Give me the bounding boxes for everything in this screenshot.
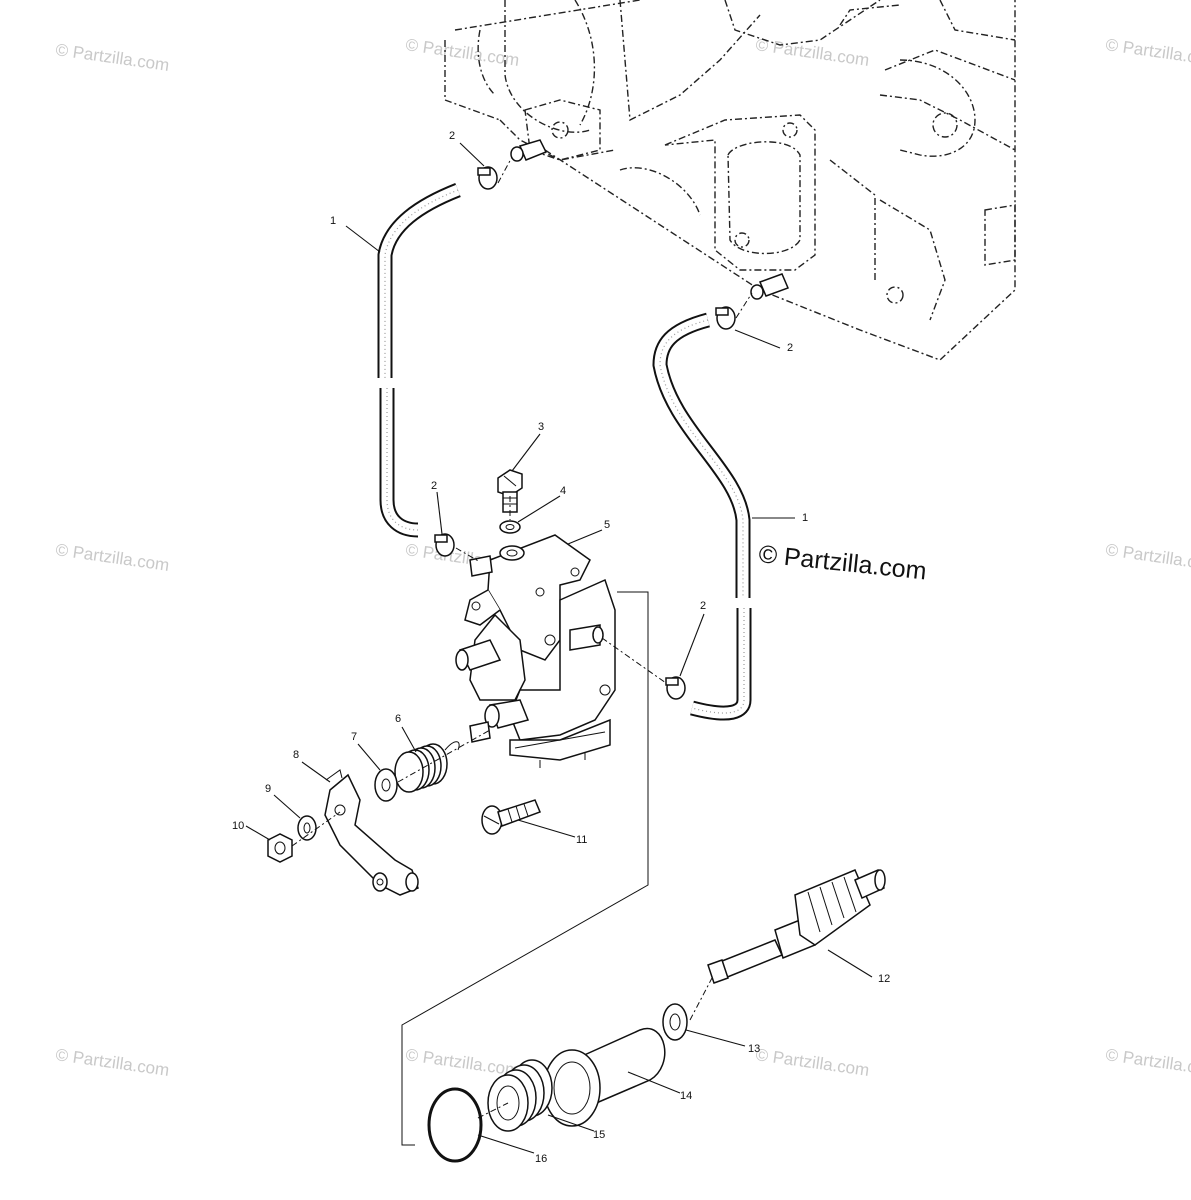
callout-part-1: 1: [802, 512, 808, 524]
oil-hose-left: [377, 183, 461, 538]
partzilla-credit: © Partzilla.com: [757, 540, 927, 585]
hose-clamp-top-left: [477, 166, 498, 190]
callout-part-2: 2: [449, 130, 455, 142]
callout-part-7: 7: [351, 731, 357, 743]
assembly-lines: [291, 156, 753, 1146]
callout-part-10: 10: [232, 820, 244, 832]
oil-pump-body: [455, 534, 616, 768]
pump-drive-gear-shaft: [707, 868, 886, 984]
pump-control-lever: [324, 769, 419, 896]
lock-washer: [297, 815, 317, 841]
callout-part-6: 6: [395, 713, 401, 725]
lower-hose-fitting: [750, 273, 790, 300]
watermark: © Partzilla.com: [1104, 540, 1191, 575]
watermark: © Partzilla.com: [1104, 1045, 1191, 1080]
hose-clamp-top-right: [715, 306, 736, 330]
engine-block-outline: [444, 0, 1016, 361]
callout-part-15: 15: [593, 1129, 605, 1141]
callout-part-11: 11: [576, 834, 587, 846]
callout-part-13: 13: [748, 1043, 760, 1055]
shaft-spring: [487, 1059, 553, 1132]
watermark: © Partzilla.com: [404, 35, 520, 70]
o-ring: [427, 1087, 483, 1163]
watermarks: © Partzilla.com © Partzilla.com © Partzi…: [54, 35, 1191, 1080]
shaft-bushing: [543, 1027, 666, 1127]
callout-part-8: 8: [293, 749, 299, 761]
washer: [374, 768, 398, 802]
callout-labels: 1 2 2 3 4 2 5 1 2 6 7 8 9 10 11 12 13 14…: [232, 130, 890, 1165]
callout-part-2: 2: [700, 600, 706, 612]
watermark: © Partzilla.com: [54, 1045, 170, 1080]
callout-part-4: 4: [560, 485, 566, 497]
callout-part-9: 9: [265, 783, 271, 795]
watermark: © Partzilla.com: [1104, 35, 1191, 70]
lever-nut: [267, 833, 293, 863]
callout-part-1: 1: [330, 215, 336, 227]
callout-part-16: 16: [535, 1153, 547, 1165]
callout-part-14: 14: [680, 1090, 692, 1102]
watermark: © Partzilla.com: [404, 1045, 520, 1080]
callout-part-2: 2: [787, 342, 793, 354]
leader-lines: [245, 142, 873, 1154]
callout-part-3: 3: [538, 421, 544, 433]
callout-part-12: 12: [878, 973, 890, 985]
watermark: © Partzilla.com: [754, 1045, 870, 1080]
watermark: © Partzilla.com: [54, 540, 170, 575]
callout-part-5: 5: [604, 519, 610, 531]
callout-part-2: 2: [431, 480, 437, 492]
mounting-screw: [481, 799, 541, 835]
oil-hose-right: [652, 312, 752, 721]
return-spring: [394, 741, 460, 793]
upper-hose-fitting: [510, 139, 548, 162]
sealing-washer: [499, 520, 521, 534]
hose-clamp-middle-left: [434, 533, 455, 557]
shaft-washer: [662, 1003, 688, 1041]
hose-clamp-middle-right: [665, 676, 686, 700]
watermark: © Partzilla.com: [54, 40, 170, 75]
